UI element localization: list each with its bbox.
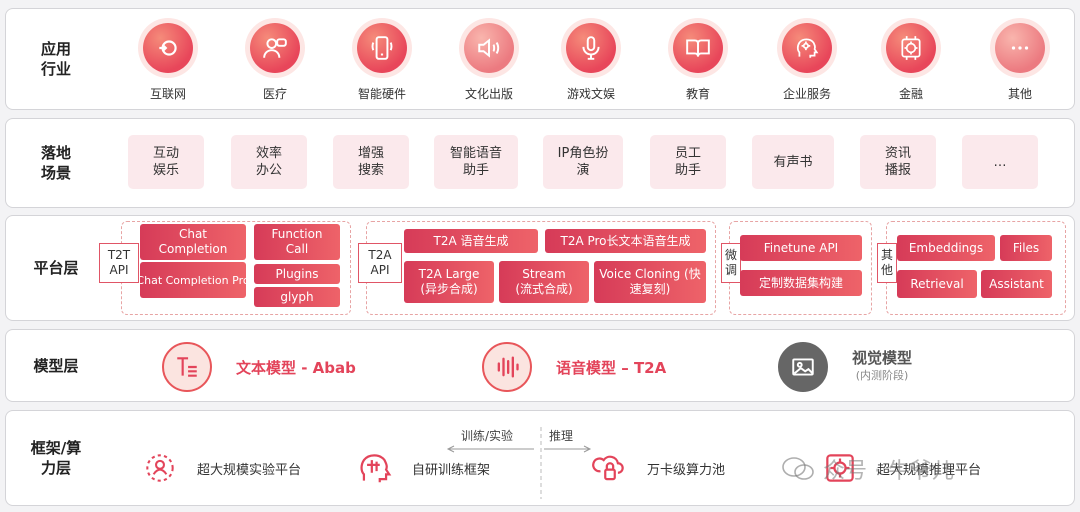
platform-row: 平台层 T2T API Chat Completion Chat Complet… [5, 215, 1075, 321]
text-model-icon [162, 342, 212, 392]
compute-pool[interactable]: 万卡级算力池 [591, 449, 725, 487]
scenario-tile[interactable]: 增强 搜索 [333, 135, 409, 189]
industry-gaming[interactable]: 游戏文娱 [556, 23, 626, 102]
models-row-label: 模型层 [33, 356, 79, 375]
inference-platform[interactable]: 超大规模推理平台 [821, 449, 981, 487]
chip-gear-icon [826, 454, 854, 482]
scenario-tile[interactable]: 资讯 播报 [860, 135, 936, 189]
industry-publishing[interactable]: 文化出版 [454, 23, 524, 102]
infer-arrow [544, 445, 592, 453]
vision-model-status: (内测阶段) [855, 369, 909, 382]
stream-button[interactable]: Stream (流式合成) [499, 261, 589, 303]
industry-label: 智能硬件 [357, 87, 406, 101]
experiment-platform[interactable]: 超大规模实验平台 [141, 449, 301, 487]
t2a-pro-button[interactable]: T2A Pro长文本语音生成 [545, 229, 706, 253]
cursor-click-icon [143, 23, 193, 73]
ai-head-icon [782, 23, 832, 73]
watermark: 众号 · 牛爷儿 [781, 453, 954, 485]
train-label: 训练/实验 [461, 429, 514, 443]
waveform-icon [482, 342, 532, 392]
train-arrow [446, 445, 534, 453]
scenario-tile[interactable]: 效率 办公 [231, 135, 307, 189]
doctor-icon [250, 23, 300, 73]
assistant-button[interactable]: Assistant [981, 270, 1052, 298]
t2a-api-label: T2A API [358, 243, 402, 283]
files-button[interactable]: Files [1000, 235, 1052, 261]
finetune-label: 微 调 [721, 243, 741, 283]
chat-completion-button[interactable]: Chat Completion [140, 224, 246, 260]
chat-completion-pro-button[interactable]: Chat Completion Pro [140, 262, 246, 298]
scenario-tile[interactable]: 员工 助手 [650, 135, 726, 189]
finetune-api-button[interactable]: Finetune API [740, 235, 862, 261]
brain-head-icon [360, 454, 392, 483]
voice-cloning-button[interactable]: Voice Cloning (快 速复刻) [594, 261, 706, 303]
training-framework[interactable]: 自研训练框架 [356, 449, 490, 487]
models-row: 模型层 文本模型 - Abab 语音模型 – T2A 视觉模型 (内测阶段) [5, 329, 1075, 402]
platform-row-label: 平台层 [33, 259, 79, 277]
industry-label: 游戏文娱 [566, 87, 615, 101]
speech-model-label: 语音模型 – T2A [556, 358, 667, 377]
text-model[interactable]: 文本模型 - Abab [162, 342, 356, 392]
vision-model-label: 视觉模型 [852, 349, 913, 367]
wechat-icon [782, 457, 814, 480]
industry-finance[interactable]: 金融 [876, 23, 946, 102]
framework-item-label: 超大规模实验平台 [197, 462, 302, 478]
microphone-icon [566, 23, 616, 73]
vision-model-text: 视觉模型 (内测阶段) [852, 349, 912, 385]
divider-line [540, 427, 542, 499]
smartphone-icon [357, 23, 407, 73]
industry-hardware[interactable]: 智能硬件 [347, 23, 417, 102]
industries-row: 应用 行业 互联网 医疗 智能硬件 文化出版 游戏文娱 教育 企业服务 金融 其… [5, 8, 1075, 110]
infer-label: 推理 [549, 429, 574, 443]
t2a-large-button[interactable]: T2A Large (异步合成) [404, 261, 494, 303]
framework-item-label: 自研训练框架 [412, 462, 491, 478]
industry-internet[interactable]: 互联网 [133, 23, 203, 102]
industry-label: 金融 [898, 87, 923, 101]
other-label: 其 他 [877, 243, 897, 283]
t2t-api-label: T2T API [99, 243, 139, 283]
scenario-tile[interactable]: … [962, 135, 1038, 189]
watermark-text: 众号 · 牛爷儿 [823, 459, 954, 484]
industry-label: 医疗 [262, 87, 287, 101]
t2a-voice-button[interactable]: T2A 语音生成 [404, 229, 538, 253]
industry-enterprise[interactable]: 企业服务 [772, 23, 842, 102]
industry-education[interactable]: 教育 [663, 23, 733, 102]
ellipsis-icon [995, 23, 1045, 73]
industry-label: 其他 [1007, 87, 1032, 101]
industry-other[interactable]: 其他 [985, 23, 1055, 102]
function-call-button[interactable]: Function Call [254, 224, 340, 260]
industry-label: 互联网 [149, 87, 186, 101]
open-book-icon [673, 23, 723, 73]
cloud-lock-icon [592, 455, 624, 481]
vision-model[interactable]: 视觉模型 (内测阶段) [778, 342, 912, 392]
scenarios-row-label: 落地 场景 [40, 144, 71, 182]
plugins-button[interactable]: Plugins [254, 264, 340, 284]
dataset-build-button[interactable]: 定制数据集构建 [740, 270, 862, 296]
scenario-tile[interactable]: 智能语音 助手 [434, 135, 518, 189]
industry-label: 企业服务 [782, 87, 831, 101]
retrieval-button[interactable]: Retrieval [897, 270, 977, 298]
scenarios-row: 落地 场景 互动 娱乐 效率 办公 增强 搜索 智能语音 助手 IP角色扮 演 … [5, 118, 1075, 208]
industry-label: 教育 [685, 87, 710, 101]
scenario-tile[interactable]: 有声书 [752, 135, 834, 189]
chip-gear-icon [886, 23, 936, 73]
speech-model[interactable]: 语音模型 – T2A [482, 342, 666, 392]
network-user-icon [146, 454, 174, 482]
speaker-icon [464, 23, 514, 73]
industry-medical[interactable]: 医疗 [240, 23, 310, 102]
industry-label: 文化出版 [464, 87, 513, 101]
text-model-label: 文本模型 - Abab [236, 358, 356, 377]
scenario-tile[interactable]: IP角色扮 演 [543, 135, 623, 189]
embeddings-button[interactable]: Embeddings [897, 235, 995, 261]
framework-item-label: 万卡级算力池 [647, 462, 726, 478]
framework-item-label: 超大规模推理平台 [877, 462, 982, 478]
glyph-button[interactable]: glyph [254, 287, 340, 307]
image-icon [778, 342, 828, 392]
industries-row-label: 应用 行业 [40, 40, 71, 78]
framework-row-label: 框架/算 力层 [30, 439, 82, 477]
framework-row: 框架/算 力层 训练/实验 推理 超大规模实验平台 自研训练框架 万卡级算力池 … [5, 410, 1075, 506]
scenario-tile[interactable]: 互动 娱乐 [128, 135, 204, 189]
